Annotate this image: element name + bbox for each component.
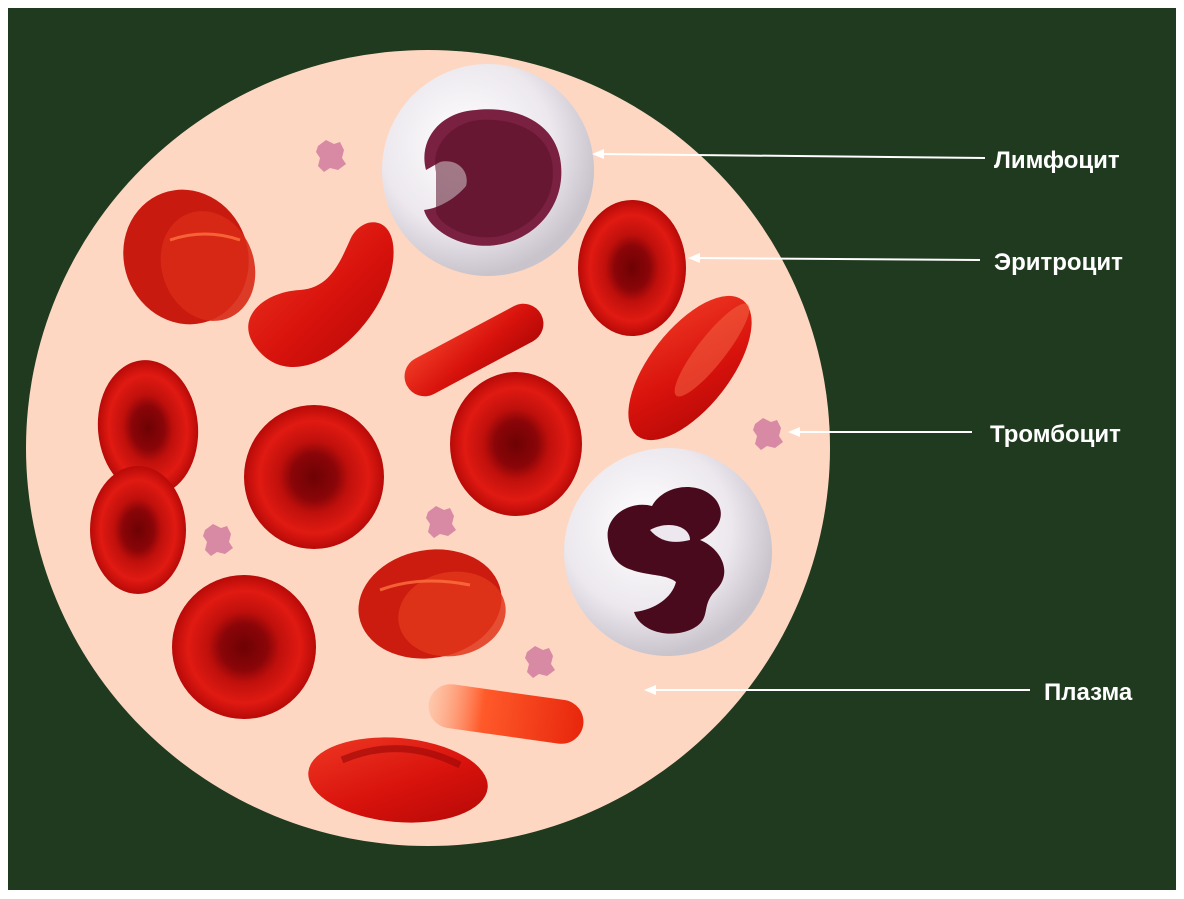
label-thrombocyte: Тромбоцит (990, 421, 1121, 448)
label-erythrocyte: Эритроцит (994, 249, 1123, 276)
erythrocyte-face-center (244, 405, 384, 549)
erythrocyte-face-middle (450, 372, 582, 516)
erythrocyte-face-right (578, 200, 686, 336)
label-lymphocyte: Лимфоцит (994, 147, 1120, 174)
lymphocyte-cell (382, 64, 594, 276)
neutrophil-cell (564, 448, 772, 656)
label-plasma: Плазма (1044, 679, 1133, 706)
erythrocyte-face-bottom-left (172, 575, 316, 719)
erythrocyte-face-left-bottom (90, 466, 186, 594)
